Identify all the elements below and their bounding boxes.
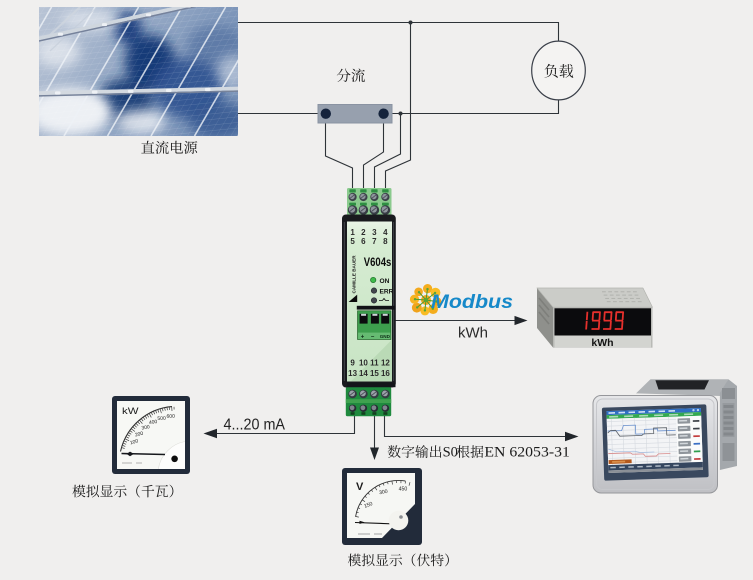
- svg-text:ERR: ERR: [380, 289, 394, 296]
- svg-text:V604s: V604s: [364, 257, 392, 269]
- svg-text:4...20 mA: 4...20 mA: [224, 416, 286, 433]
- svg-text:+: +: [361, 334, 365, 340]
- svg-text:12: 12: [381, 358, 390, 367]
- svg-text:9: 9: [350, 358, 355, 367]
- svg-text:13: 13: [348, 369, 357, 378]
- svg-text:5: 5: [350, 237, 355, 246]
- svg-text:GND: GND: [380, 334, 391, 339]
- svg-text:450: 450: [399, 487, 408, 493]
- svg-text:16: 16: [381, 369, 390, 378]
- svg-text:Modbus: Modbus: [431, 292, 513, 313]
- svg-text:ON: ON: [380, 278, 390, 285]
- svg-text:−: −: [371, 334, 375, 340]
- svg-text:EN 62053-31: EN 62053-31: [484, 444, 570, 460]
- svg-text:8: 8: [383, 237, 388, 246]
- svg-text:600: 600: [167, 414, 176, 420]
- svg-text:kWh: kWh: [591, 337, 613, 349]
- svg-text:V: V: [356, 481, 364, 493]
- svg-text:15: 15: [370, 369, 379, 378]
- svg-text:500: 500: [157, 416, 166, 422]
- svg-text:S0: S0: [443, 444, 458, 460]
- svg-text:CAMILLE BAUER: CAMILLE BAUER: [352, 255, 357, 294]
- svg-text:6: 6: [361, 237, 366, 246]
- svg-text:11: 11: [370, 358, 379, 367]
- svg-text:400: 400: [149, 419, 158, 426]
- svg-text:kW: kW: [122, 406, 139, 416]
- svg-text:kWh: kWh: [458, 325, 488, 342]
- svg-text:14: 14: [359, 369, 368, 378]
- svg-text:10: 10: [359, 358, 368, 367]
- svg-text:7: 7: [372, 237, 377, 246]
